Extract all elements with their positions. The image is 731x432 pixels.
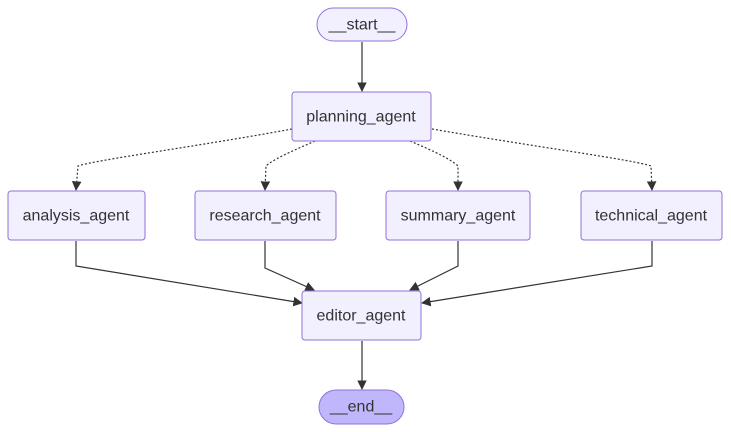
node-planning-agent-shape (291, 91, 432, 142)
node-planning-agent[interactable]: planning_agent (291, 91, 432, 142)
node-research-agent[interactable]: research_agent (194, 190, 337, 241)
node-analysis-agent-label: analysis_agent (23, 208, 130, 225)
node-analysis-agent-shape (7, 190, 146, 241)
edge-analysis-to-editor (75, 241, 303, 307)
edge-research-to-editor (264, 241, 315, 291)
node-summary-agent[interactable]: summary_agent (385, 190, 531, 241)
nodes-group: __start__ planning_agent analysis_agent … (7, 7, 723, 425)
edge-planning-to-summary (409, 140, 463, 191)
node-summary-agent-shape (385, 190, 531, 241)
node-start[interactable]: __start__ (316, 7, 408, 42)
node-end-shape (318, 389, 405, 425)
node-end[interactable]: __end__ (318, 389, 405, 425)
node-editor-agent-label: editor_agent (317, 308, 407, 325)
node-technical-agent-shape (580, 190, 723, 241)
node-editor-agent[interactable]: editor_agent (301, 290, 422, 341)
edge-planning-to-technical (431, 128, 657, 191)
node-end-label: __end__ (329, 399, 393, 416)
node-research-agent-label: research_agent (209, 208, 321, 225)
node-analysis-agent[interactable]: analysis_agent (7, 190, 146, 241)
edge-planning-to-research (260, 140, 316, 191)
node-start-shape (316, 7, 408, 42)
node-summary-agent-label: summary_agent (401, 208, 516, 225)
node-start-label: __start__ (328, 17, 397, 34)
node-editor-agent-shape (301, 290, 422, 341)
edges-group (71, 42, 657, 390)
edge-planning-to-analysis (71, 128, 293, 191)
node-research-agent-shape (194, 190, 337, 241)
node-planning-agent-label: planning_agent (306, 109, 416, 126)
edge-technical-to-editor (421, 241, 653, 307)
node-technical-agent-label: technical_agent (595, 208, 708, 225)
node-technical-agent[interactable]: technical_agent (580, 190, 723, 241)
edge-summary-to-editor (409, 241, 459, 291)
